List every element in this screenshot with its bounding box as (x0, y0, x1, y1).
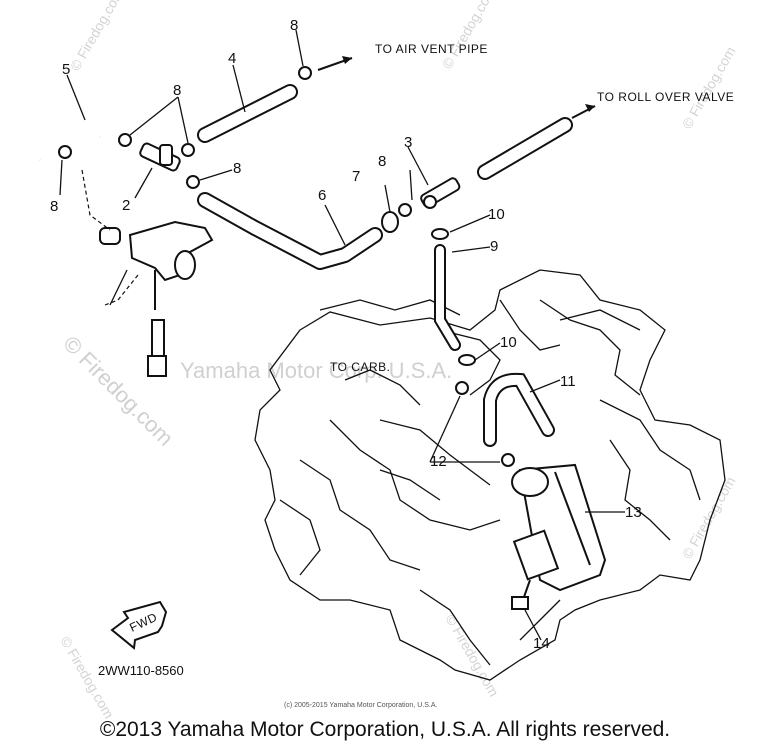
callout-7: 7 (352, 168, 360, 185)
callout-3: 3 (404, 134, 412, 151)
watermark-top-right: © Firedog.com (679, 44, 739, 132)
callout-8-mid: 8 (233, 160, 241, 177)
callout-2: 2 (122, 197, 130, 214)
callout-10-upper: 10 (488, 206, 505, 223)
hose-6-fill (199, 194, 381, 268)
watermark-top-center: © Firedog.com (439, 0, 499, 71)
leader-lines (59, 29, 625, 641)
callout-numbers: 2 3 4 5 6 7 8 8 8 8 8 9 10 10 11 12 13 1… (50, 17, 642, 652)
arrow-air-vent-head (342, 56, 352, 64)
callout-14: 14 (533, 635, 550, 652)
fwd-label: FWD (127, 610, 159, 635)
diagram-code: 2WW110-8560 (98, 663, 184, 678)
watermark-bottom-center: © Firedog.com (442, 612, 502, 700)
callout-8-left: 8 (50, 198, 58, 215)
callout-13: 13 (625, 504, 642, 521)
note-air-vent: TO AIR VENT PIPE (375, 42, 488, 56)
bolt-14 (511, 579, 531, 610)
watermark-center: Yamaha Motor Corp. U.S.A. (180, 358, 452, 383)
valve-assembly (81, 169, 214, 377)
clamps-8 (58, 66, 412, 217)
callout-6: 6 (318, 187, 326, 204)
canister-13 (511, 463, 607, 592)
callout-10-lower: 10 (500, 334, 517, 351)
hose-rollover-fill (479, 119, 571, 178)
fwd-arrow: FWD (110, 600, 168, 650)
fitting-7 (381, 211, 399, 233)
watermark-top-left: © Firedog.com (67, 0, 127, 73)
footer-copyright: ©2013 Yamaha Motor Corporation, U.S.A. A… (99, 718, 671, 741)
hose-9-fill (436, 246, 459, 349)
note-carb: TO CARB. (330, 360, 390, 374)
callout-11: 11 (560, 373, 576, 390)
callout-8-top: 8 (290, 17, 298, 34)
engine-outline (254, 269, 726, 681)
callout-5: 5 (62, 61, 70, 78)
joint-3 (420, 177, 461, 209)
note-roll-over: TO ROLL OVER VALVE (597, 90, 734, 104)
clamps-12 (455, 381, 515, 467)
callout-9: 9 (490, 238, 498, 255)
callout-4: 4 (228, 50, 236, 67)
callout-8-upper: 8 (173, 82, 181, 99)
watermark-bottom-right: © Firedog.com (679, 474, 739, 562)
callout-8-right: 8 (378, 153, 386, 170)
callout-12: 12 (430, 453, 447, 470)
hose-5-fill (19, 118, 102, 165)
small-copyright: (c) 2005-2015 Yamaha Motor Corporation, … (284, 702, 437, 709)
joint-2 (139, 142, 181, 172)
hose-4-fill (199, 86, 296, 141)
hose-11-fill (485, 374, 553, 445)
arrow-rollover-head (585, 104, 595, 112)
